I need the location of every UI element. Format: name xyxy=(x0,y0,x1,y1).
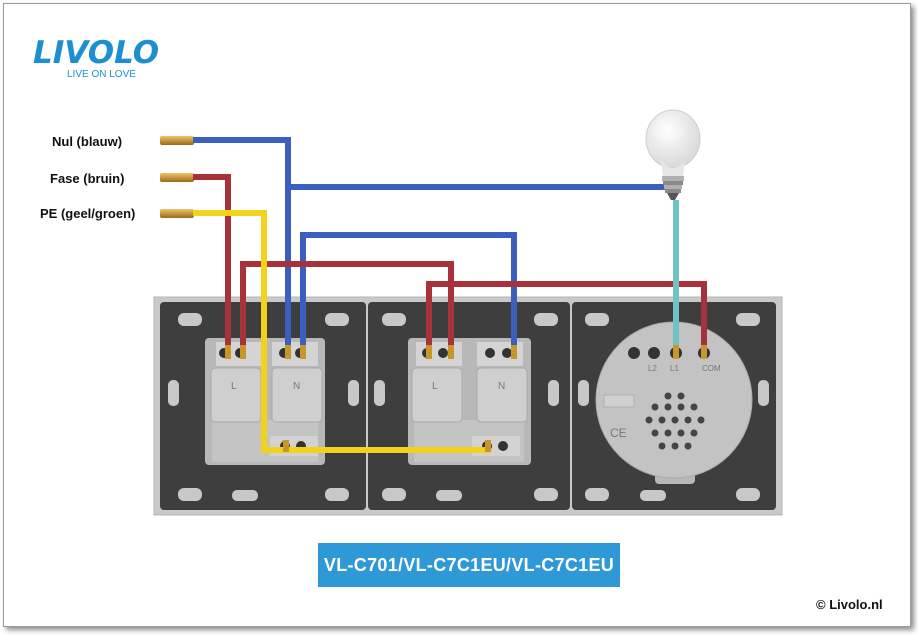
livolo-logo: LIVOLO LIVE ON LOVE xyxy=(33,35,159,80)
terminal-pins xyxy=(225,345,707,452)
earth-wire-label: PE (geel/groen) xyxy=(40,206,135,221)
socket-module-middle: L N xyxy=(408,338,531,465)
socket-middle-terminal-l: L xyxy=(432,381,438,392)
neutral-wire xyxy=(193,137,666,353)
copyright-text: © Livolo.nl xyxy=(816,597,883,612)
model-number-label: VL-C701/VL-C7C1EU/VL-C7C1EU xyxy=(318,543,620,587)
logo-tagline: LIVE ON LOVE xyxy=(67,69,136,80)
mounting-slots xyxy=(168,313,769,501)
socket-left-terminal-n: N xyxy=(293,381,300,392)
socket-middle-terminal-n: N xyxy=(498,381,505,392)
switch-terminal-com: COM xyxy=(702,364,721,373)
phase-wire-label: Fase (bruin) xyxy=(50,171,124,186)
wire-stub-ends xyxy=(160,136,194,218)
phase-wire xyxy=(193,174,707,353)
switch-module-right: L2 L1 COM CE xyxy=(595,321,753,484)
neutral-wire-label: Nul (blauw) xyxy=(52,134,122,149)
light-bulb-icon xyxy=(645,109,701,200)
socket-left-terminal-l: L xyxy=(231,381,237,392)
logo-text: LIVOLO xyxy=(33,35,159,71)
switch-terminal-l1: L1 xyxy=(670,364,679,373)
touch-sensor-holes xyxy=(645,392,705,450)
switch-terminal-l2: L2 xyxy=(648,364,657,373)
switch-ce-mark: CE xyxy=(610,426,627,440)
